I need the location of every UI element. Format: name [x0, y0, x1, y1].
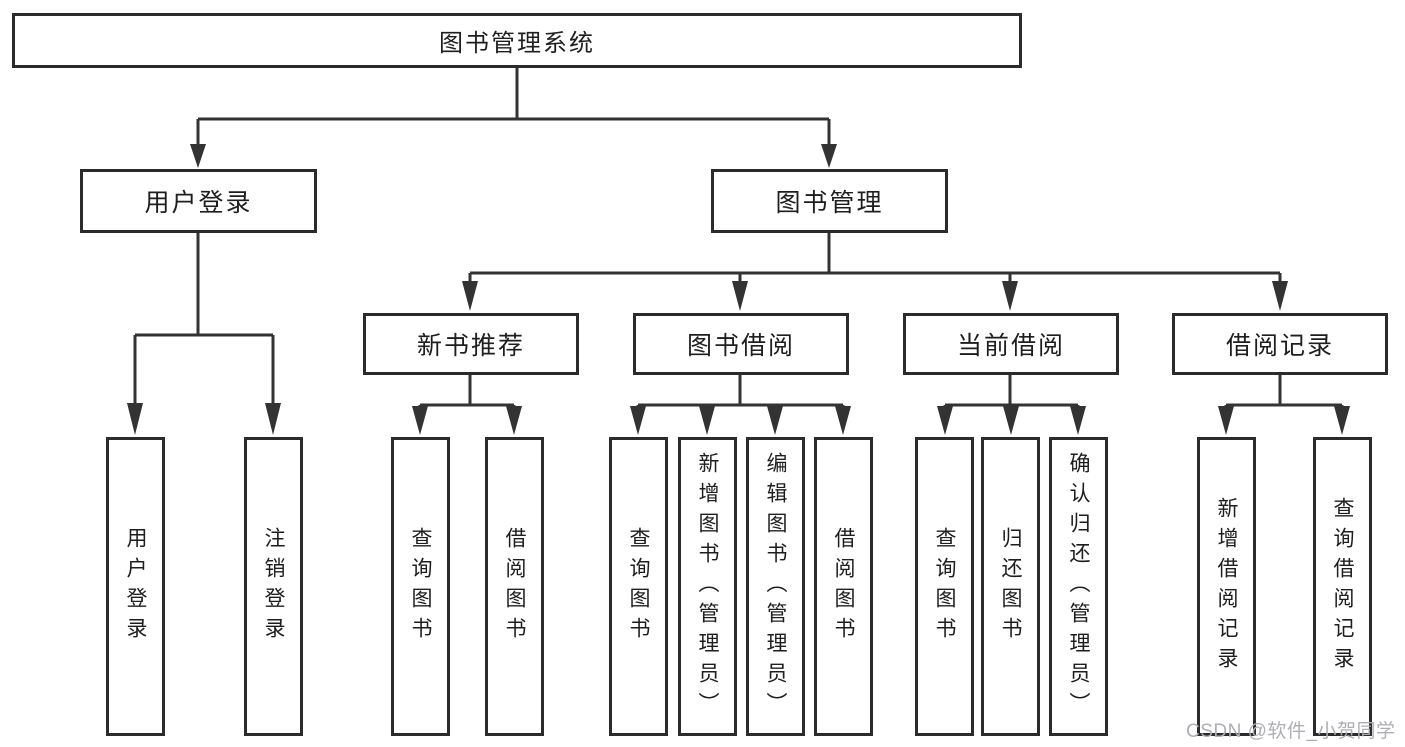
- leaf-label: 编辑图书（管理员）: [764, 451, 787, 722]
- leaf-add-book-admin: 新增图书（管理员）: [678, 437, 737, 736]
- leaf-label: 确认归还（管理员）: [1067, 451, 1090, 722]
- arrowhead: [1334, 406, 1350, 435]
- arrowhead: [1218, 406, 1234, 435]
- leaf-query-books-borrowing: 查询图书: [609, 437, 668, 736]
- node-label: 图书管理: [775, 189, 884, 217]
- node-label: 用户登录: [144, 189, 253, 217]
- connector-path: [1224, 375, 1344, 412]
- leaf-label: 注销登录: [262, 526, 285, 647]
- leaf-label: 新增借阅记录: [1215, 496, 1238, 677]
- leaf-user-login: 用户登录: [106, 437, 165, 736]
- leaf-borrow-books-recommend: 借阅图书: [485, 437, 544, 736]
- node-book-management: 图书管理: [711, 169, 948, 233]
- arrowhead: [506, 406, 522, 435]
- leaf-return-books: 归还图书: [981, 437, 1040, 736]
- node-new-book-recommendation: 新书推荐: [363, 313, 579, 375]
- leaf-label: 查询图书: [933, 526, 956, 647]
- leaf-edit-book-admin: 编辑图书（管理员）: [746, 437, 805, 736]
- arrowhead: [699, 406, 715, 435]
- leaf-label: 查询图书: [627, 526, 650, 647]
- leaf-confirm-return-admin: 确认归还（管理员）: [1049, 437, 1108, 736]
- leaf-borrow-books-borrowing: 借阅图书: [814, 437, 873, 736]
- leaf-query-books-recommend: 查询图书: [391, 437, 450, 736]
- node-user-login: 用户登录: [80, 169, 317, 233]
- node-label: 图书借阅: [686, 332, 795, 360]
- leaf-label: 查询借阅记录: [1331, 496, 1354, 677]
- arrowhead: [821, 144, 837, 168]
- arrowhead: [630, 406, 646, 435]
- arrowhead: [1070, 406, 1086, 435]
- leaf-add-borrow-record: 新增借阅记录: [1197, 437, 1256, 736]
- leaf-label: 查询图书: [409, 526, 432, 647]
- leaf-label: 归还图书: [999, 526, 1022, 647]
- connector-path: [468, 233, 1282, 284]
- node-label: 借阅记录: [1225, 332, 1334, 360]
- connector-path: [636, 375, 845, 412]
- csdn-watermark: CSDN @软件_小贺同学: [1186, 721, 1396, 742]
- connector-path: [196, 67, 831, 150]
- arrowhead: [835, 406, 851, 435]
- arrowhead: [1002, 281, 1018, 311]
- node-book-borrowing: 图书借阅: [633, 313, 849, 375]
- node-library-management-system: 图书管理系统: [12, 13, 1022, 68]
- arrowhead: [462, 281, 478, 311]
- arrowhead: [412, 406, 428, 435]
- arrowhead: [1003, 406, 1019, 435]
- leaf-label: 借阅图书: [503, 526, 526, 647]
- arrowhead: [190, 144, 206, 168]
- leaf-logout: 注销登录: [244, 437, 303, 736]
- node-borrowing-records: 借阅记录: [1172, 313, 1388, 375]
- node-label: 当前借阅: [956, 332, 1065, 360]
- arrowhead: [265, 403, 281, 435]
- node-current-borrowing: 当前借阅: [903, 313, 1119, 375]
- arrowhead: [732, 281, 748, 311]
- leaf-query-books-current: 查询图书: [915, 437, 974, 736]
- leaf-label: 借阅图书: [832, 526, 855, 647]
- leaf-query-borrow-record: 查询借阅记录: [1313, 437, 1372, 736]
- leaf-label: 新增图书（管理员）: [696, 451, 719, 722]
- connector-path: [133, 233, 275, 408]
- arrowhead: [937, 406, 953, 435]
- connector-path: [418, 375, 516, 412]
- arrowhead: [1272, 281, 1288, 311]
- arrowhead: [767, 406, 783, 435]
- leaf-label: 用户登录: [124, 526, 147, 647]
- node-label: 图书管理系统: [439, 30, 595, 57]
- node-label: 新书推荐: [416, 332, 525, 360]
- arrowhead: [127, 403, 143, 435]
